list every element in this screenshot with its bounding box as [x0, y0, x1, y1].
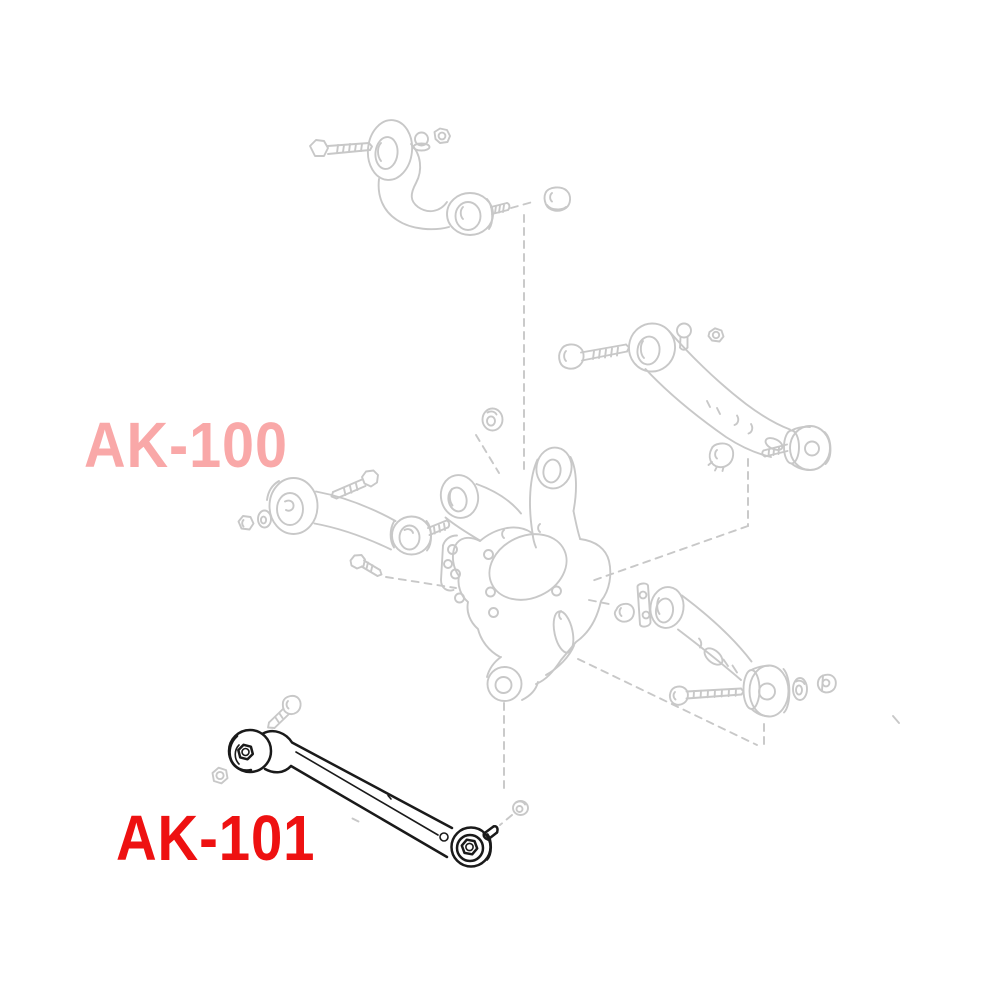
washer	[257, 509, 272, 529]
stud	[482, 825, 499, 841]
washer	[792, 677, 808, 701]
arm-bushing-top	[649, 586, 685, 629]
knuckle-upper-left-bushing	[439, 474, 522, 542]
big-bushing	[742, 664, 791, 718]
ball-joint-housing	[446, 192, 494, 236]
knuckle-upper-post	[529, 446, 581, 549]
arm-bushing-right	[783, 425, 832, 471]
arm-shaft	[261, 730, 454, 859]
washer-pin	[676, 322, 692, 351]
bolt-above	[267, 694, 302, 729]
washer-plate	[636, 582, 652, 628]
long-bolt	[309, 139, 373, 157]
knuckle-lower-bushing	[486, 666, 523, 702]
cone-nut	[543, 186, 572, 212]
arm-body	[377, 143, 450, 231]
ball-joint-stud	[490, 202, 511, 215]
ak100-label: AK-100	[84, 409, 288, 481]
ak101-label: AK-101	[116, 802, 316, 874]
arm-bushing	[628, 322, 676, 373]
hex-nut-left	[211, 766, 229, 785]
bolt	[558, 343, 630, 370]
ak101-lateral-arm	[227, 728, 499, 868]
bolt	[668, 685, 745, 706]
upper-control-arm-assembly	[309, 119, 572, 236]
big-bushing	[266, 477, 319, 535]
stud	[761, 443, 789, 458]
ak101-hardware	[211, 694, 360, 823]
flange-nut-small	[412, 131, 431, 152]
serrated-nut	[707, 442, 735, 472]
ball-end	[391, 515, 433, 556]
lower-arm-assembly	[613, 582, 837, 718]
arm-bushing	[366, 119, 414, 181]
hex-nut-small	[707, 327, 725, 343]
assembly-dashed-lines	[385, 200, 900, 826]
rear-knuckle	[439, 407, 612, 816]
bolt-below	[349, 554, 383, 577]
arm-body	[677, 594, 753, 681]
arm-body	[313, 490, 397, 551]
hex-nut	[816, 673, 837, 694]
knuckle-body	[440, 523, 612, 701]
cone-nut	[613, 602, 635, 623]
hex-nut	[237, 515, 255, 531]
hex-nut-small	[433, 127, 451, 144]
top-washer	[481, 407, 504, 432]
stud	[427, 519, 451, 536]
right-eye-bushing	[450, 826, 493, 868]
rear-upper-arm-assembly	[558, 322, 832, 472]
arm-body	[644, 330, 791, 458]
trailing-arm-assembly	[237, 469, 451, 577]
bolt-top	[330, 469, 379, 500]
left-eye-bushing	[227, 728, 273, 774]
stud-washer	[512, 800, 529, 816]
